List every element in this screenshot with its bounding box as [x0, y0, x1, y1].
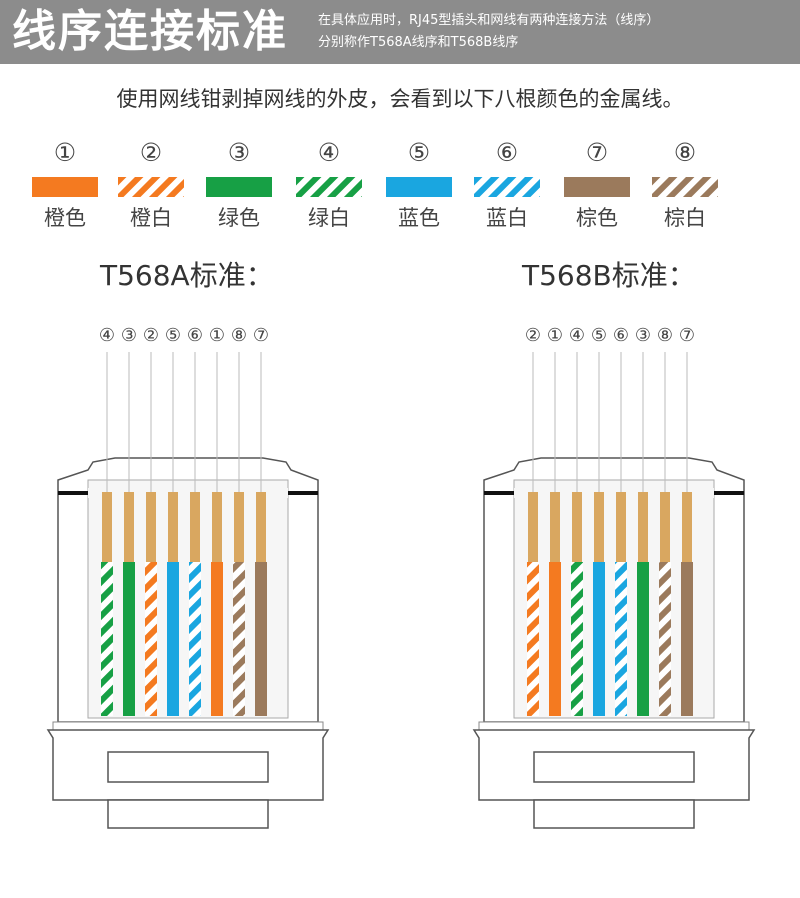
pin-contact	[638, 492, 648, 562]
legend-item: ⑤ 蓝色	[379, 138, 459, 231]
pin-number: ④	[99, 325, 115, 346]
connector-tail	[107, 799, 269, 829]
pin-contact	[102, 492, 112, 562]
wire-strand	[233, 562, 245, 716]
legend-label: 绿白	[308, 206, 350, 230]
connector-window	[107, 751, 269, 783]
page-title: 线序连接标准	[12, 6, 288, 57]
pin-contact	[594, 492, 604, 562]
pin-contact	[168, 492, 178, 562]
legend-label: 蓝色	[398, 206, 440, 230]
header-description: 在具体应用时，RJ45型插头和网线有两种连接方法（线序） 分别称作T568A线序…	[318, 10, 793, 54]
header-banner: 线序连接标准 在具体应用时，RJ45型插头和网线有两种连接方法（线序） 分别称作…	[0, 0, 800, 64]
connector-window	[533, 751, 695, 783]
legend-label: 橙白	[130, 206, 172, 230]
connector-inner	[87, 479, 289, 719]
wire-strand	[659, 562, 671, 716]
legend-number: ⑤	[407, 138, 431, 167]
legend-label: 蓝白	[486, 206, 528, 230]
connector-tail	[533, 799, 695, 829]
wire-strand	[571, 562, 583, 716]
pin-number: ②	[143, 325, 159, 346]
legend-item: ② 橙白	[111, 138, 191, 231]
legend-item: ⑥ 蓝白	[467, 138, 547, 231]
pin-contact	[146, 492, 156, 562]
wire-strand	[123, 562, 135, 716]
wire-strand	[167, 562, 179, 716]
pin-contact	[616, 492, 626, 562]
legend-swatch	[32, 177, 98, 197]
legend-swatch	[386, 177, 452, 197]
pin-contact	[190, 492, 200, 562]
legend-swatch	[564, 177, 630, 197]
legend-swatch	[118, 177, 184, 197]
legend-item: ④ 绿白	[289, 138, 369, 231]
wire-strand	[145, 562, 157, 716]
pin-contact	[256, 492, 266, 562]
wire-strand	[255, 562, 267, 716]
legend-number: ③	[227, 138, 251, 167]
wire-strand	[189, 562, 201, 716]
legend-label: 棕色	[576, 206, 618, 230]
legend-item: ③ 绿色	[199, 138, 279, 231]
pin-number: ⑧	[657, 325, 673, 346]
pin-number: ⑤	[165, 325, 181, 346]
pin-contact	[572, 492, 582, 562]
legend-label: 绿色	[218, 206, 260, 230]
legend-number: ④	[317, 138, 341, 167]
legend-label: 橙色	[44, 206, 86, 230]
pin-number: ⑤	[591, 325, 607, 346]
pin-number: ③	[635, 325, 651, 346]
wire-strand	[211, 562, 223, 716]
wire-strand	[527, 562, 539, 716]
connector-plate	[478, 721, 750, 731]
wire-strand	[681, 562, 693, 716]
pin-contact	[682, 492, 692, 562]
wire-strand	[549, 562, 561, 716]
t568b-title: T568B标准：	[522, 259, 696, 292]
pin-number: ⑦	[253, 325, 269, 346]
pin-number: ⑦	[679, 325, 695, 346]
wire-strand	[615, 562, 627, 716]
legend-swatch	[474, 177, 540, 197]
intro-text: 使用网线钳剥掉网线的外皮，会看到以下八根颜色的金属线。	[116, 87, 684, 111]
legend-number: ⑥	[495, 138, 519, 167]
legend-swatch	[652, 177, 718, 197]
pin-contact	[528, 492, 538, 562]
legend-number: ⑧	[673, 138, 697, 167]
pin-contact	[234, 492, 244, 562]
legend-label: 棕白	[664, 206, 706, 230]
pin-number: ⑥	[613, 325, 629, 346]
legend-number: ②	[139, 138, 163, 167]
header-desc-line2: 分别称作T568A线序和T568B线序	[318, 35, 519, 50]
wire-strand	[593, 562, 605, 716]
wire-strand	[101, 562, 113, 716]
pin-number: ⑧	[231, 325, 247, 346]
legend-number: ⑦	[585, 138, 609, 167]
pin-contact	[212, 492, 222, 562]
pin-number: ④	[569, 325, 585, 346]
legend-item: ⑦ 棕色	[557, 138, 637, 231]
legend-item: ① 橙色	[25, 138, 105, 231]
pin-contact	[660, 492, 670, 562]
pin-number: ⑥	[187, 325, 203, 346]
connector-plate	[52, 721, 324, 731]
pin-contact	[550, 492, 560, 562]
pin-number: ③	[121, 325, 137, 346]
legend-item: ⑧ 棕白	[645, 138, 725, 231]
header-desc-line1: 在具体应用时，RJ45型插头和网线有两种连接方法（线序）	[318, 13, 660, 28]
pin-number: ②	[525, 325, 541, 346]
t568a-title: T568A标准：	[100, 259, 274, 292]
pin-number: ①	[547, 325, 563, 346]
pin-contact	[124, 492, 134, 562]
pin-number: ①	[209, 325, 225, 346]
legend-number: ①	[53, 138, 77, 167]
legend-swatch	[296, 177, 362, 197]
legend-swatch	[206, 177, 272, 197]
connector-inner	[513, 479, 715, 719]
wire-strand	[637, 562, 649, 716]
